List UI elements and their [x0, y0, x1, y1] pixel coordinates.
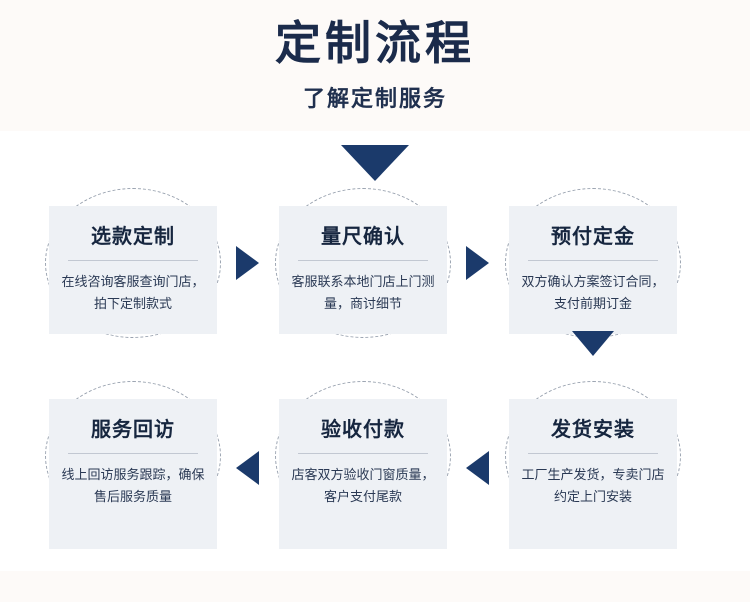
step-divider	[68, 260, 198, 261]
footer-band	[0, 571, 750, 602]
step-divider	[298, 260, 428, 261]
page-subtitle: 了解定制服务	[302, 86, 447, 112]
step-title: 量尺确认	[321, 226, 405, 248]
step-description: 工厂生产发货，专卖门店约定上门安装	[521, 467, 665, 504]
arrow-step3-to-step4-icon	[572, 331, 614, 356]
flow-step-4: 发货安装 工厂生产发货，专卖门店约定上门安装	[505, 381, 681, 549]
step-description: 在线咨询客服查询门店，拍下定制款式	[61, 274, 205, 311]
step-card: 预付定金 双方确认方案签订合同，支付前期订金	[509, 206, 677, 334]
step-description: 客服联系本地门店上门测量，商讨细节	[291, 274, 435, 311]
step-card: 服务回访 线上回访服务跟踪，确保售后服务质量	[49, 399, 217, 549]
step-card: 发货安装 工厂生产发货，专卖门店约定上门安装	[509, 399, 677, 549]
step-divider	[528, 260, 658, 261]
flow-step-1: 选款定制 在线咨询客服查询门店，拍下定制款式	[45, 188, 221, 338]
arrow-down-top-icon	[341, 145, 409, 181]
flow-step-2: 量尺确认 客服联系本地门店上门测量，商讨细节	[275, 188, 451, 338]
arrow-step1-to-step2-icon	[236, 246, 259, 280]
step-title: 服务回访	[91, 419, 175, 441]
page-title: 定制流程	[275, 17, 475, 69]
step-title: 验收付款	[321, 419, 405, 441]
step-divider	[298, 453, 428, 454]
flow-step-3: 预付定金 双方确认方案签订合同，支付前期订金	[505, 188, 681, 338]
step-description: 线上回访服务跟踪，确保售后服务质量	[61, 467, 205, 504]
flow-diagram: 选款定制 在线咨询客服查询门店，拍下定制款式 量尺确认 客服联系本地门店上门测量…	[0, 131, 750, 571]
arrow-step2-to-step3-icon	[466, 246, 489, 280]
step-divider	[528, 453, 658, 454]
step-title: 发货安装	[551, 419, 635, 441]
step-divider	[68, 453, 198, 454]
step-circle	[45, 188, 221, 338]
step-card: 选款定制 在线咨询客服查询门店，拍下定制款式	[49, 206, 217, 334]
step-circle	[275, 188, 451, 338]
step-title: 选款定制	[91, 226, 175, 248]
step-card: 量尺确认 客服联系本地门店上门测量，商讨细节	[279, 206, 447, 334]
step-title: 预付定金	[551, 226, 635, 248]
flow-step-6: 服务回访 线上回访服务跟踪，确保售后服务质量	[45, 381, 221, 549]
page-header: 定制流程 了解定制服务	[0, 0, 750, 131]
step-description: 店客双方验收门窗质量，客户支付尾款	[291, 467, 435, 504]
step-card: 验收付款 店客双方验收门窗质量，客户支付尾款	[279, 399, 447, 549]
arrow-step4-to-step5-icon	[466, 451, 489, 485]
step-description: 双方确认方案签订合同，支付前期订金	[521, 274, 665, 311]
flow-step-5: 验收付款 店客双方验收门窗质量，客户支付尾款	[275, 381, 451, 549]
arrow-step5-to-step6-icon	[236, 451, 259, 485]
